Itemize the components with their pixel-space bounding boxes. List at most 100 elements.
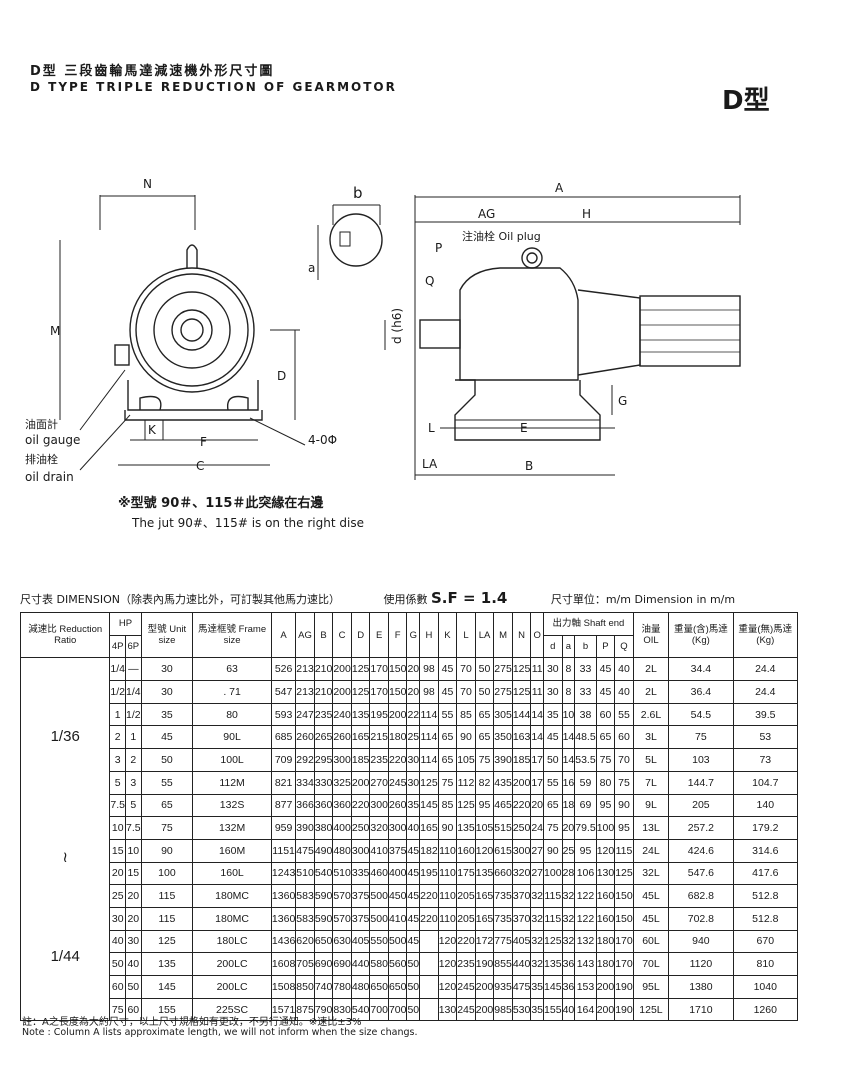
table-cell: 877 bbox=[270, 793, 297, 818]
table-cell: 735 bbox=[493, 884, 513, 908]
table-cell: 400 bbox=[387, 861, 408, 886]
table-cell: 690 bbox=[332, 952, 352, 976]
table-cell: 143 bbox=[574, 952, 597, 976]
table-cell: 270 bbox=[369, 770, 389, 795]
table-cell: 630 bbox=[332, 929, 352, 954]
table-cell: 135 bbox=[140, 952, 194, 976]
table-cell: 60 bbox=[614, 725, 634, 750]
col-header-unit: 型號 Unit size bbox=[140, 611, 194, 659]
table-cell: 1/4 bbox=[125, 680, 142, 704]
table-cell: 540 bbox=[313, 861, 334, 886]
table-cell: 205 bbox=[668, 793, 734, 818]
table-cell: 150 bbox=[614, 906, 634, 931]
table-cell: 935 bbox=[493, 975, 513, 999]
table-cell: 65 bbox=[437, 748, 458, 772]
table-cell: 480 bbox=[350, 975, 371, 999]
table-cell: 33 bbox=[574, 680, 597, 704]
dim-label-l: L bbox=[428, 421, 435, 435]
table-cell: 50 bbox=[474, 680, 495, 704]
table-cell: 370 bbox=[511, 884, 532, 908]
table-cell: 95L bbox=[632, 975, 670, 999]
table-cell: 830 bbox=[332, 997, 352, 1022]
table-cell: 54.5 bbox=[668, 702, 734, 727]
table-cell: 320 bbox=[511, 861, 532, 886]
dim-label-q: Q bbox=[425, 274, 434, 288]
table-cell: 110 bbox=[437, 838, 458, 863]
jut-note-cn: ※型號 90＃、115＃此突緣在右邊 bbox=[118, 496, 324, 511]
table-cell: 112M bbox=[192, 770, 272, 795]
table-cell: 100L bbox=[192, 748, 272, 772]
table-cell: 132S bbox=[192, 793, 272, 818]
table-cell: 165 bbox=[474, 906, 495, 931]
table-cell: 163 bbox=[511, 725, 532, 750]
table-cell: 14 bbox=[530, 725, 545, 750]
table-cell: 55 bbox=[614, 702, 634, 727]
table-cell: 10 bbox=[109, 816, 127, 840]
table-cell: 125L bbox=[632, 997, 670, 1022]
table-cell: 855 bbox=[493, 952, 513, 976]
table-cell: 27 bbox=[530, 861, 545, 886]
table-cell: 190 bbox=[614, 975, 634, 999]
table-cell: 20 bbox=[406, 657, 421, 682]
ratio-column: 1/36≀1/44 bbox=[19, 657, 111, 1022]
table-cell: 95 bbox=[474, 793, 495, 818]
table-cell: 190 bbox=[614, 997, 634, 1022]
table-cell: 155 bbox=[543, 997, 563, 1022]
table-cell: 40 bbox=[406, 816, 421, 840]
table-cell: 690 bbox=[313, 952, 334, 976]
table-cell: . 71 bbox=[192, 680, 272, 704]
table-cell: 35 bbox=[543, 702, 563, 727]
col-header-dim: LA bbox=[474, 611, 495, 659]
table-cell: 50 bbox=[125, 975, 142, 999]
table-cell: 300 bbox=[332, 748, 352, 772]
table-cell: 35 bbox=[406, 793, 421, 818]
table-cell: 32 bbox=[530, 929, 545, 954]
table-cell: 220 bbox=[456, 929, 476, 954]
table-cell: 95 bbox=[614, 816, 634, 840]
table-cell: 90L bbox=[192, 725, 272, 750]
table-cell: 200LC bbox=[192, 952, 272, 976]
table-cell: 70L bbox=[632, 952, 670, 976]
table-cell: 875 bbox=[295, 997, 315, 1022]
table-cell: 33 bbox=[574, 657, 597, 682]
table-cell: 400 bbox=[332, 816, 352, 840]
table-cell: 30 bbox=[125, 929, 142, 954]
page-title-en: D TYPE TRIPLE REDUCTION OF GEARMOTOR bbox=[30, 80, 397, 94]
table-cell: 213 bbox=[295, 657, 315, 682]
table-cell: 205 bbox=[456, 884, 476, 908]
table-cell: 220 bbox=[350, 793, 371, 818]
table-cell: 245 bbox=[387, 770, 408, 795]
table-cell: 160 bbox=[595, 906, 616, 931]
table-cell: 810 bbox=[732, 952, 799, 976]
table-cell: 360 bbox=[332, 793, 352, 818]
table-cell: 24L bbox=[632, 838, 670, 863]
table-cell: 125 bbox=[511, 680, 532, 704]
table-cell: 85 bbox=[437, 793, 458, 818]
table-cell: 20 bbox=[125, 884, 142, 908]
ratio-label-top: 1/36 bbox=[50, 728, 80, 746]
table-cell: 65 bbox=[474, 702, 495, 727]
table-cell: 160 bbox=[595, 884, 616, 908]
table-cell: 940 bbox=[668, 929, 734, 954]
table-cell: 660 bbox=[493, 861, 513, 886]
table-cell: 132 bbox=[574, 929, 597, 954]
table-cell: 200 bbox=[332, 657, 352, 682]
col-header-dim: E bbox=[369, 611, 389, 659]
table-cell: 98 bbox=[419, 657, 439, 682]
table-cell: 180MC bbox=[192, 906, 272, 931]
table-cell: 135 bbox=[543, 952, 563, 976]
dim-label-a-key: a bbox=[308, 261, 315, 275]
table-cell: 390 bbox=[295, 816, 315, 840]
table-cell: 24 bbox=[530, 816, 545, 840]
table-cell: 114 bbox=[419, 725, 439, 750]
table-cell: 1/4 bbox=[109, 657, 127, 682]
table-cell: 200LC bbox=[192, 975, 272, 999]
table-cell: 650 bbox=[313, 929, 334, 954]
table-cell: 17 bbox=[530, 770, 545, 795]
table-cell: 125 bbox=[456, 793, 476, 818]
dim-label-ag: AG bbox=[478, 207, 495, 221]
table-cell: 90 bbox=[456, 725, 476, 750]
table-cell: 82 bbox=[474, 770, 495, 795]
